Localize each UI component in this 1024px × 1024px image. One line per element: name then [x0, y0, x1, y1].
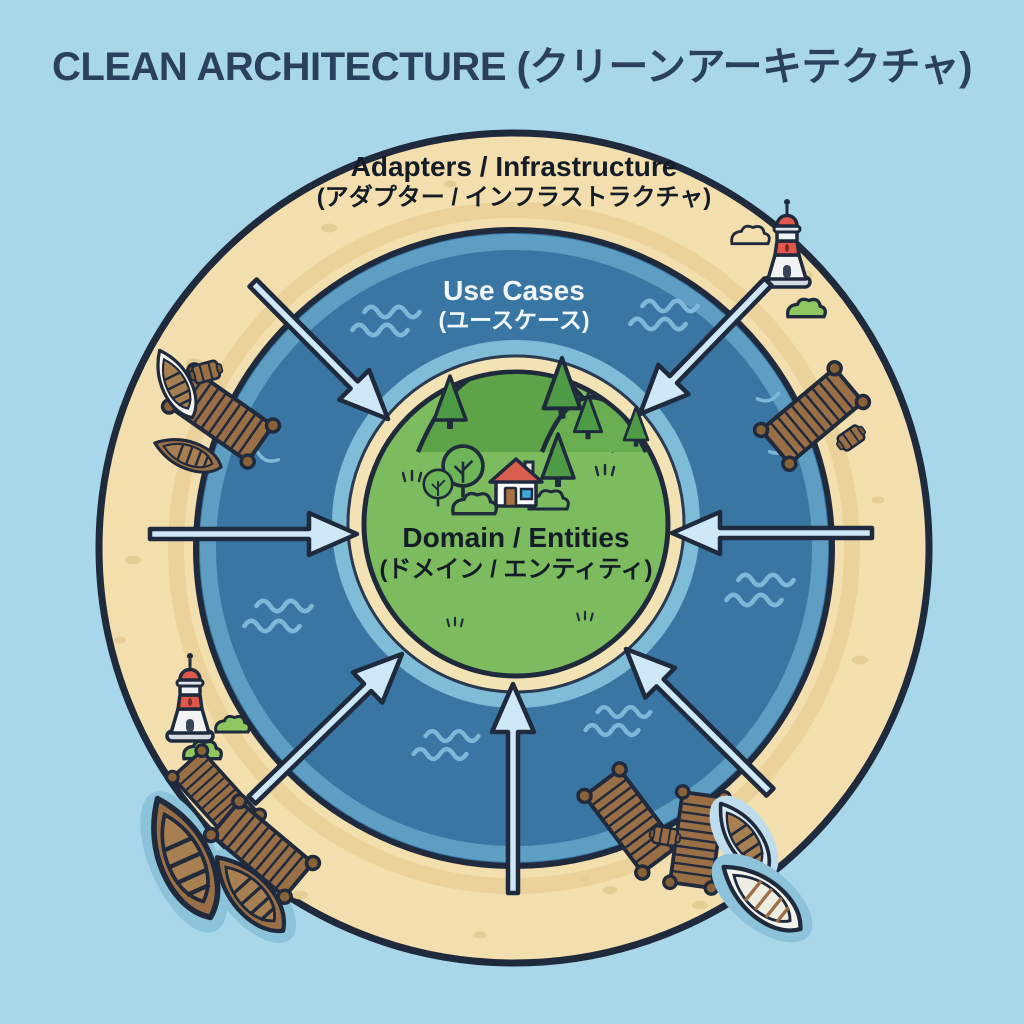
- adapters-ring-label: Adapters / Infrastructure: [351, 151, 678, 182]
- sand-speckle: [321, 223, 337, 233]
- inward-arrow-bottom: [489, 681, 537, 896]
- sand-speckle: [125, 555, 141, 565]
- inward-arrow-bottom-left: [246, 651, 405, 806]
- domain-label-ja: (ドメイン / エンティティ): [379, 556, 652, 583]
- inward-arrow-top-left: [247, 277, 391, 422]
- use-cases-ring-label: Use Cases: [443, 275, 585, 306]
- inward-arrow-right: [669, 509, 875, 557]
- use-cases-ring-label-ja: (ユースケース): [438, 307, 589, 333]
- bottom-left-shore: [122, 651, 325, 958]
- page-title: CLEAN ARCHITECTURE (クリーンアーキテクチャ): [52, 45, 972, 89]
- inward-arrow-left: [147, 510, 360, 558]
- sand-speckle: [473, 931, 487, 939]
- sand-speckle: [692, 900, 708, 910]
- adapters-ring-label-ja: (アダプター / インフラストラクチャ): [317, 183, 712, 211]
- domain-label: Domain / Entities: [402, 522, 629, 553]
- sand-speckle: [579, 874, 591, 882]
- bottom-right-shore: [573, 758, 827, 959]
- inward-arrow-top-right: [637, 276, 774, 417]
- sand-speckle: [114, 636, 126, 644]
- sand-speckle: [602, 885, 618, 895]
- dependency-arrows: [147, 276, 875, 896]
- inward-arrow-bottom-right: [623, 646, 776, 798]
- sand-speckle: [871, 496, 885, 504]
- sand-speckle: [852, 655, 868, 665]
- sand-speckle: [292, 890, 308, 900]
